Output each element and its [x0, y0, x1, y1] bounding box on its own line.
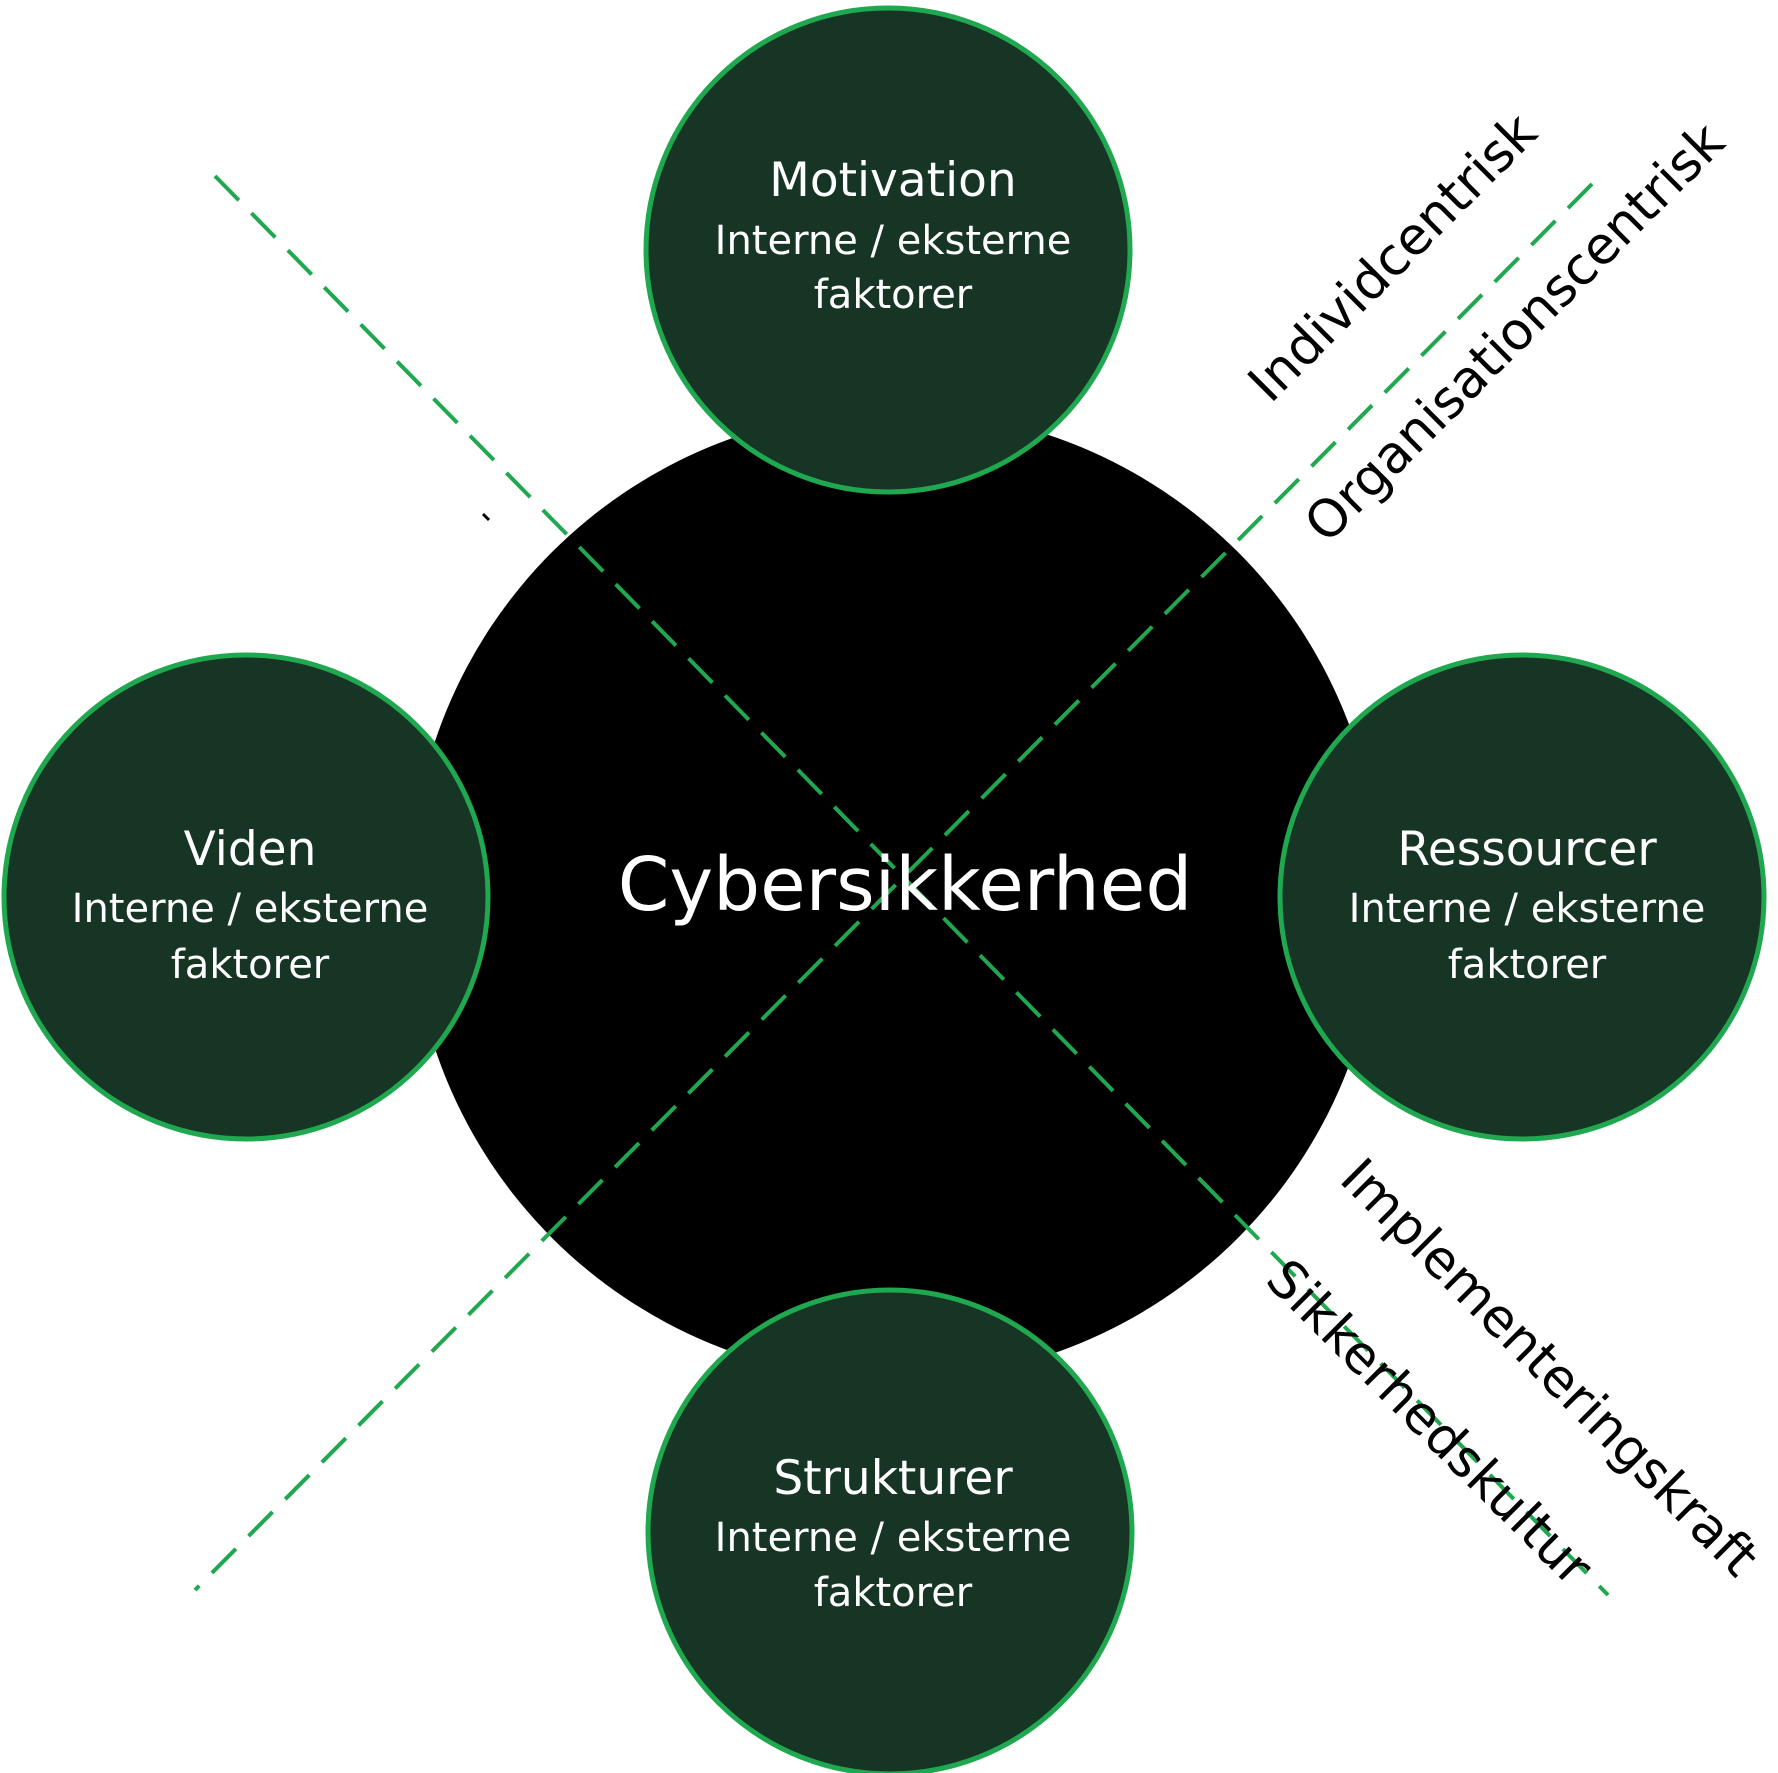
- center-label: Cybersikkerhed: [618, 842, 1193, 928]
- node-strukturer-line2: faktorer: [814, 1570, 973, 1616]
- axis-label-sikkerhedskultur: Sikkerhedskultur: [1254, 1248, 1604, 1598]
- node-strukturer-line1: Interne / eksterne: [715, 1515, 1072, 1561]
- diagonal-dashed-line-tl-br: [213, 174, 1610, 1597]
- node-motivation-title: Motivation: [769, 153, 1016, 208]
- node-strukturer-title: Strukturer: [773, 1451, 1013, 1506]
- node-viden: Viden Interne / eksterne faktorer: [1, 652, 491, 1142]
- node-ressourcer: Ressourcer Interne / eksterne faktorer: [1277, 652, 1767, 1142]
- node-viden-title: Viden: [184, 822, 317, 877]
- node-strukturer: Strukturer Interne / eksterne faktorer: [645, 1287, 1135, 1773]
- diagonal-dashed-line-tr-bl: [193, 182, 1594, 1592]
- node-strukturer-circle: [645, 1287, 1135, 1773]
- node-motivation-circle: [643, 5, 1133, 495]
- node-motivation: Motivation Interne / eksterne faktorer: [643, 5, 1133, 495]
- node-motivation-line1: Interne / eksterne: [715, 218, 1072, 264]
- node-viden-line1: Interne / eksterne: [72, 886, 429, 932]
- node-ressourcer-circle: [1277, 652, 1767, 1142]
- center-circle: [410, 410, 1380, 1380]
- node-motivation-line2: faktorer: [814, 272, 973, 318]
- stray-dash-mark: [481, 512, 491, 522]
- node-ressourcer-line1: Interne / eksterne: [1349, 886, 1706, 932]
- node-ressourcer-title: Ressourcer: [1397, 822, 1657, 877]
- node-ressourcer-line2: faktorer: [1448, 942, 1607, 988]
- node-viden-line2: faktorer: [171, 942, 330, 988]
- node-viden-circle: [1, 652, 491, 1142]
